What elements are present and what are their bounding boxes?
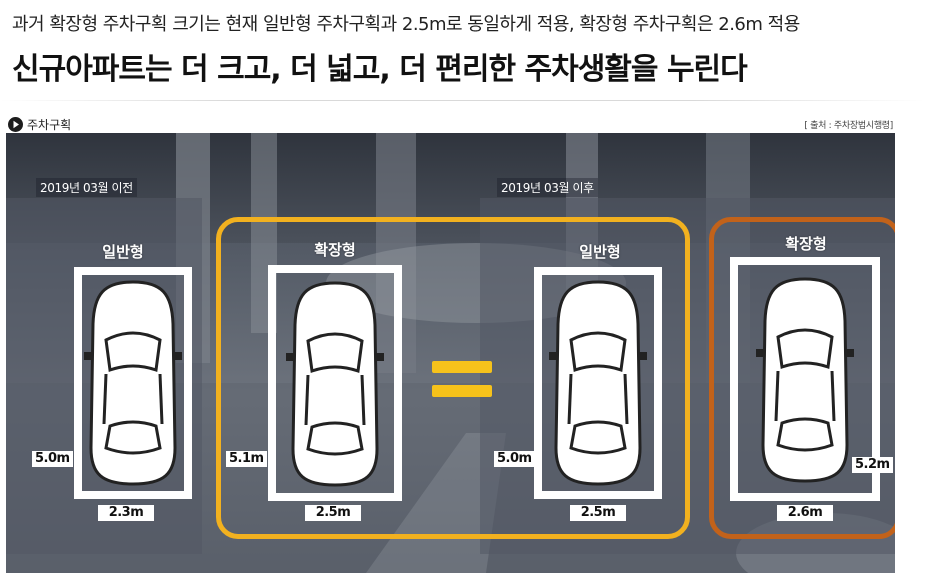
bay-width-label: 2.3m bbox=[98, 505, 154, 521]
highlight-frame-yellow bbox=[216, 217, 690, 539]
section-label: 주차구획 bbox=[8, 116, 71, 133]
equals-sign bbox=[432, 359, 492, 401]
bay-type-label: 확장형 bbox=[785, 235, 827, 253]
highlight-frame-orange bbox=[709, 217, 895, 539]
section-label-text: 주차구획 bbox=[27, 118, 72, 132]
bay-type-label: 일반형 bbox=[102, 243, 144, 261]
source-note: [ 출처 : 주차장법시행령] bbox=[804, 121, 893, 131]
car-icon bbox=[756, 277, 854, 483]
bay-width-label: 2.5m bbox=[570, 505, 626, 521]
subtitle: 과거 확장형 주차구획 크기는 현재 일반형 주차구획과 2.5m로 동일하게 … bbox=[12, 14, 800, 35]
parking-bay bbox=[74, 267, 192, 499]
parking-bay bbox=[730, 257, 880, 501]
bay-length-label: 5.0m bbox=[494, 451, 535, 467]
bay-length-label: 5.1m bbox=[226, 451, 267, 467]
divider bbox=[0, 100, 925, 101]
era-label-after: 2019년 03월 이후 bbox=[497, 178, 598, 197]
car-icon bbox=[286, 281, 384, 487]
car-icon bbox=[84, 280, 182, 486]
bay-width-label: 2.5m bbox=[305, 505, 361, 521]
parking-bay bbox=[534, 267, 662, 499]
bay-type-label: 확장형 bbox=[314, 241, 356, 259]
era-label-before: 2019년 03월 이전 bbox=[36, 178, 137, 197]
bay-length-label: 5.0m bbox=[32, 451, 73, 467]
headline: 신규아파트는 더 크고, 더 넓고, 더 편리한 주차생활을 누린다 bbox=[12, 52, 748, 87]
parking-bay bbox=[268, 265, 402, 501]
bay-type-label: 일반형 bbox=[579, 243, 621, 261]
car-icon bbox=[549, 280, 647, 486]
bay-width-label: 2.6m bbox=[777, 505, 833, 521]
bay-length-label: 5.2m bbox=[852, 457, 893, 473]
parking-lot-photo: 2019년 03월 이전 2019년 03월 이후 일반형 5.0m 2.3m … bbox=[6, 133, 895, 573]
play-circle-icon bbox=[8, 117, 23, 132]
